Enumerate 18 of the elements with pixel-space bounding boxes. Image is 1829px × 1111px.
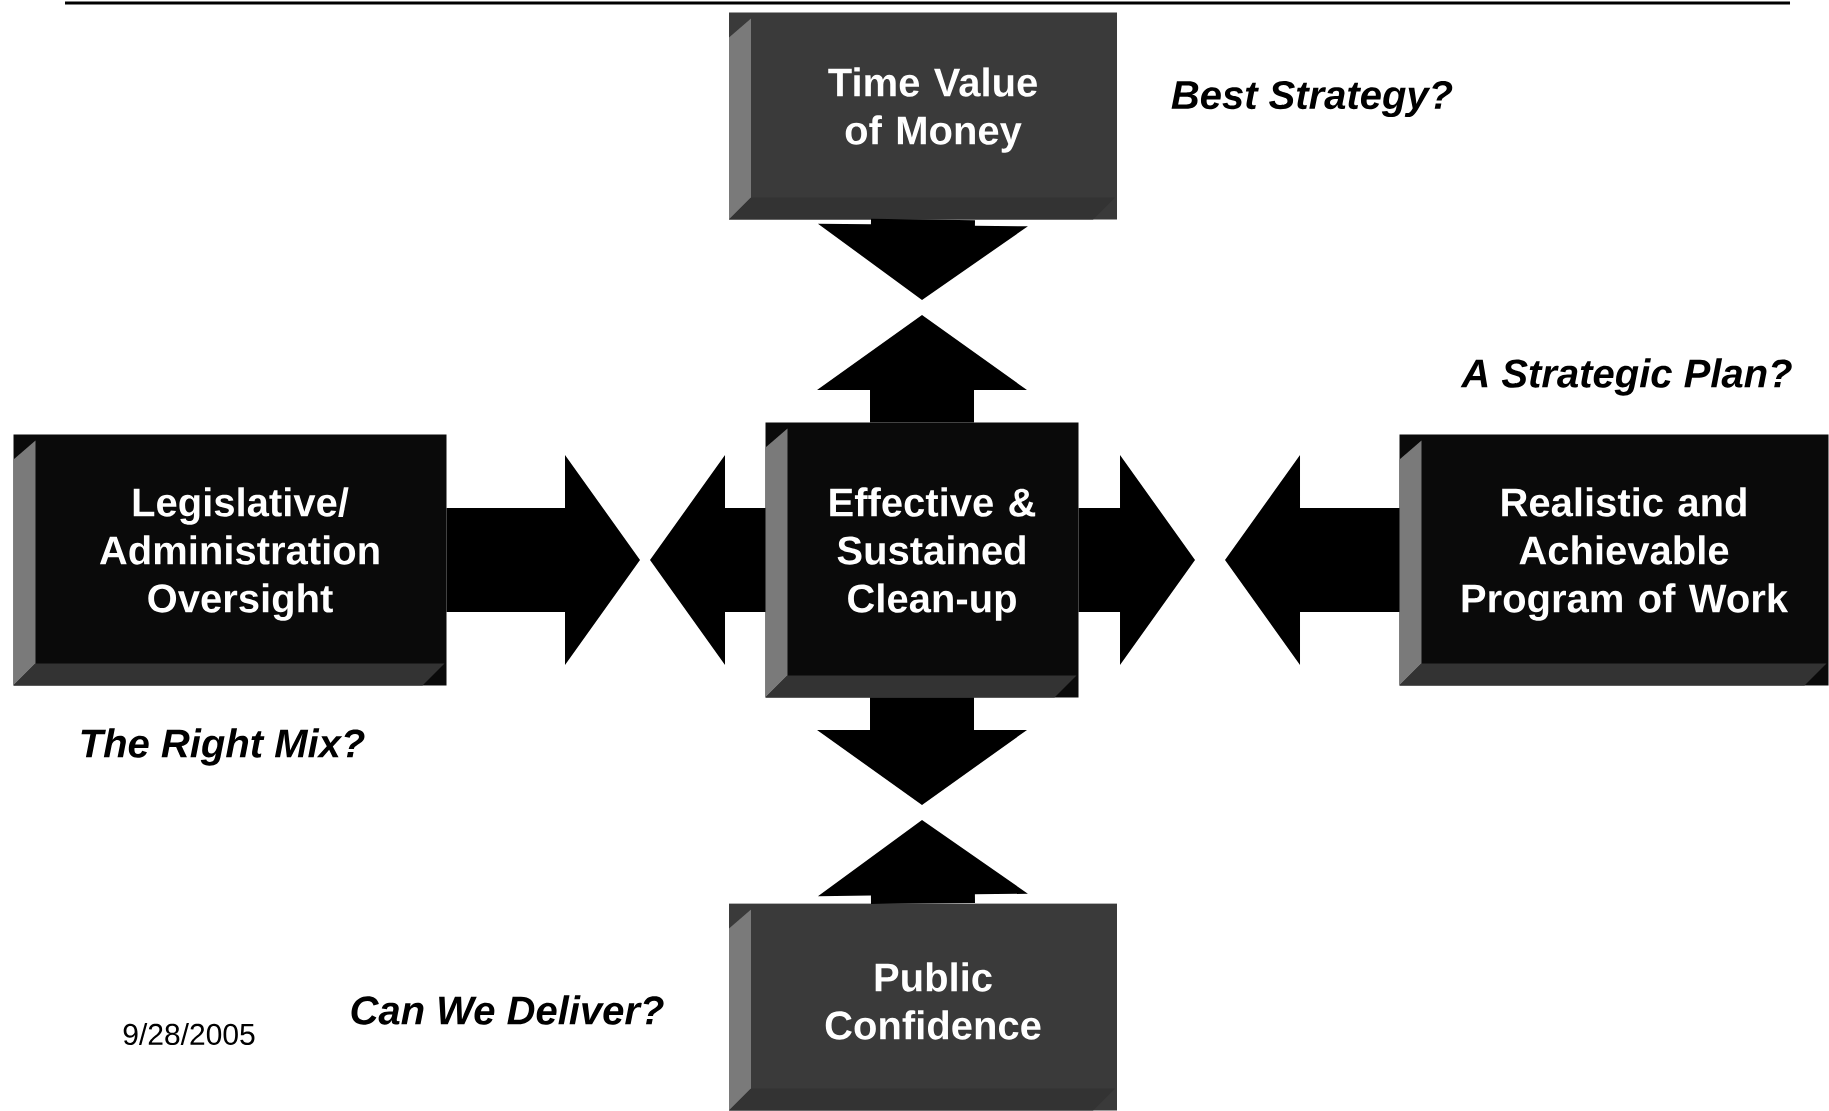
question-label: A Strategic Plan? (1460, 358, 1792, 396)
block-arrow (446, 455, 640, 665)
bevelled-box: Legislative/ Administration Oversight (13, 434, 447, 686)
question-label: The Right Mix? (81, 728, 365, 766)
bevelled-box: Effective & Sustained Clean-up (765, 422, 1079, 698)
block-arrow (817, 315, 1027, 423)
bevelled-box: Time Value of Money (729, 12, 1117, 220)
block-arrow (817, 820, 1028, 905)
date-label: 9/28/2005 (123, 1023, 255, 1045)
block-arrow (817, 697, 1027, 805)
block-arrow (1225, 455, 1400, 665)
block-arrow (650, 455, 766, 665)
bevelled-box: Public Confidence (729, 903, 1117, 1111)
block-arrow (1078, 455, 1195, 665)
question-label: Can We Deliver? (351, 995, 664, 1025)
bevelled-box: Realistic and Achievable Program of Work (1399, 434, 1829, 686)
block-arrow (817, 218, 1028, 300)
question-label: Best Strategy? (1171, 80, 1453, 118)
